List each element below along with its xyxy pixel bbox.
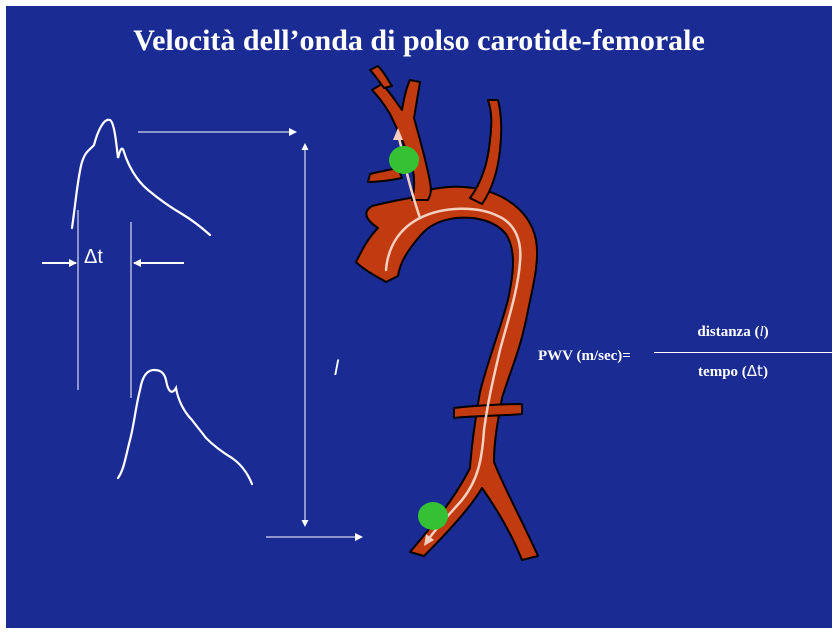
carotid-waveform — [72, 120, 210, 235]
distance-label: l — [334, 357, 339, 381]
formula-fraction-bar — [654, 352, 838, 353]
formula-numerator: distanza (l) — [668, 324, 798, 341]
formula-denominator-word: tempo — [698, 364, 738, 380]
carotid-sensor — [389, 146, 419, 174]
delta-t-label: Δt — [84, 246, 103, 269]
femoral-waveform — [118, 370, 252, 484]
formula-numerator-word: distanza — [697, 324, 750, 340]
formula-lhs: PWV (m/sec)= — [538, 348, 631, 365]
formula-denominator: tempo (Δt) — [668, 362, 798, 381]
femoral-sensor — [418, 502, 448, 530]
formula-denominator-symbol: Δt — [747, 362, 763, 380]
formula-numerator-symbol: l — [759, 324, 763, 340]
